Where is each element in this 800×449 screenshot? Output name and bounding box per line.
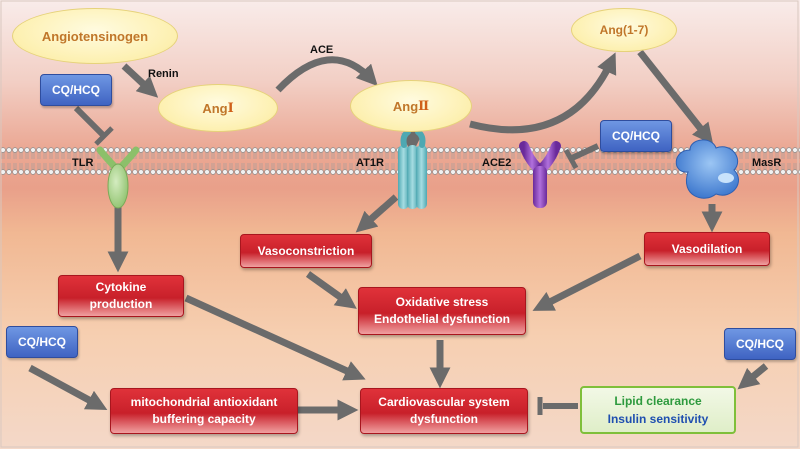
masr-label: MasR (752, 157, 782, 169)
lipid-insulin-box: Lipid clearance Insulin sensitivity (580, 386, 736, 434)
cq-hcq-label: CQ/HCQ (52, 83, 100, 97)
masr-receptor-icon (675, 139, 739, 199)
ang1-label: Ang (202, 100, 228, 116)
pathway-arrows (28, 49, 769, 421)
ace2-label: ACE2 (482, 157, 512, 169)
ang2-label: Ang (392, 98, 419, 114)
ang17-label: Ang(1-7) (599, 23, 649, 37)
ang1-numeral: Ⅰ (227, 100, 234, 116)
angiotensinogen-node: Angiotensinogen (12, 8, 178, 64)
vasodilation-box: Vasodilation (644, 232, 770, 266)
cq-hcq-label: CQ/HCQ (18, 335, 66, 349)
oxidative-line-1: Oxidative stress (395, 295, 489, 309)
ace-label: ACE (310, 44, 334, 56)
ace2-receptor-icon (519, 141, 561, 208)
renin-label: Renin (148, 68, 179, 80)
cq-hcq-box-tlr: CQ/HCQ (40, 74, 112, 106)
tlr-label: TLR (72, 157, 94, 169)
ang17-node: Ang(1-7) (571, 8, 677, 52)
cq-hcq-label: CQ/HCQ (612, 129, 660, 143)
mito-line-2: buffering capacity (152, 412, 256, 426)
inhibition-lines (73, 105, 600, 415)
vasoconstriction-box: Vasoconstriction (240, 234, 372, 268)
vasodilation-label: Vasodilation (671, 241, 743, 256)
ang2-node: Ang Ⅱ (350, 80, 472, 132)
cq-hcq-box-lipid: CQ/HCQ (724, 328, 796, 360)
cytokine-production-box: Cytokine production (58, 275, 184, 317)
cardio-line-2: dysfunction (410, 412, 478, 426)
cardiovascular-dysfunction-box: Cardiovascular system dysfunction (360, 388, 528, 434)
ang2-numeral: Ⅱ (418, 98, 430, 114)
oxidative-line-2: Endothelial dysfunction (373, 312, 510, 326)
at1r-label: AT1R (356, 157, 384, 169)
mitochondrial-antioxidant-box: mitochondrial antioxidant buffering capa… (110, 388, 298, 434)
insulin-sensitivity-label: Insulin sensitivity (607, 412, 709, 426)
cytokine-line-2: production (89, 297, 153, 311)
angiotensinogen-label: Angiotensinogen (41, 28, 149, 44)
at1r-receptor-icon (398, 129, 427, 209)
ang1-node: Ang Ⅰ (158, 84, 278, 132)
cytokine-line-1: Cytokine (95, 280, 147, 294)
tlr-receptor-icon (96, 146, 140, 209)
vasoconstriction-label: Vasoconstriction (257, 243, 355, 258)
cardio-line-1: Cardiovascular system (378, 395, 510, 409)
mito-line-1: mitochondrial antioxidant (130, 395, 278, 409)
oxidative-stress-box: Oxidative stress Endothelial dysfunction (358, 287, 526, 335)
lipid-clearance-label: Lipid clearance (614, 394, 702, 408)
cq-hcq-box-ace2: CQ/HCQ (600, 120, 672, 152)
cq-hcq-box-mito: CQ/HCQ (6, 326, 78, 358)
cq-hcq-label: CQ/HCQ (736, 337, 784, 351)
